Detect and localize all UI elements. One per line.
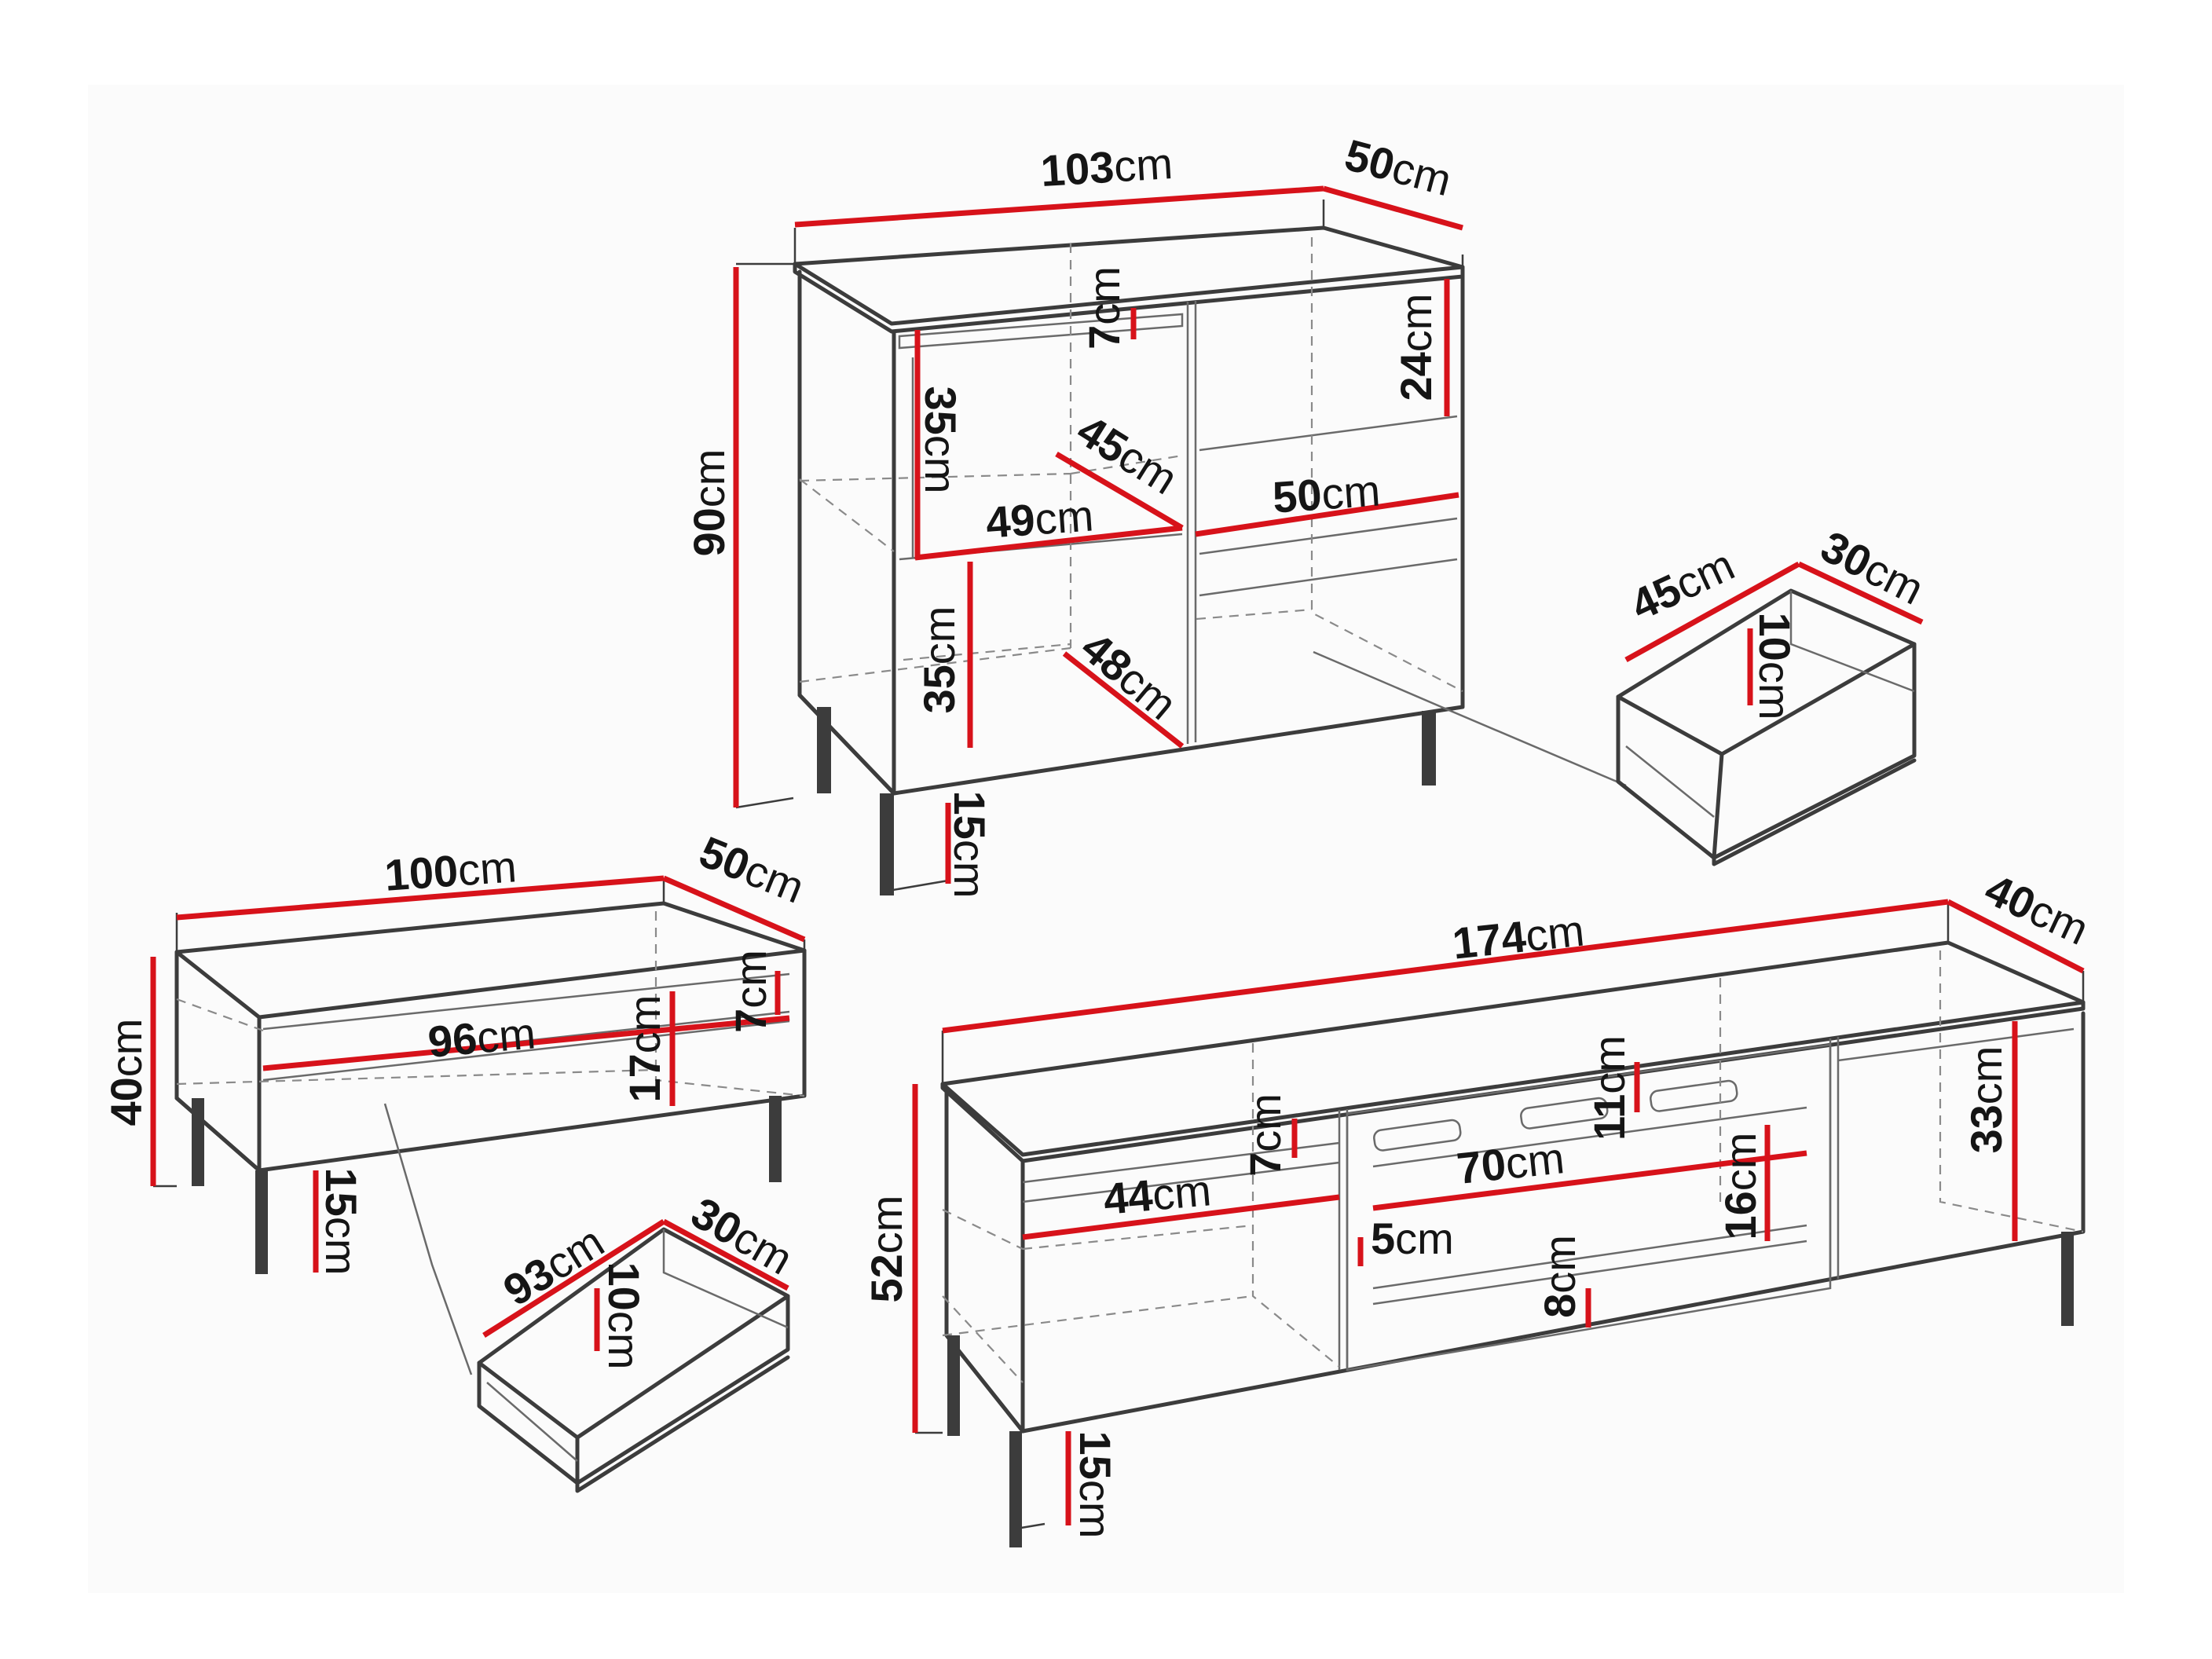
tv-stand-center-right-label: 16cm xyxy=(1716,1133,1765,1240)
tv-stand-height-label: 52cm xyxy=(862,1196,911,1303)
sideboard-lower-shelf-height-label: 35cm xyxy=(914,606,964,714)
tv-stand-right-inner-label: 33cm xyxy=(1961,1046,2011,1154)
coffee-table-top-gap-label: 7cm xyxy=(726,950,775,1033)
sideboard-top-drawer-label: 7cm xyxy=(1079,266,1129,350)
sideboard-leg-label: 15cm xyxy=(945,791,994,899)
tv-stand-center-bottom-label: 8cm xyxy=(1535,1235,1584,1318)
sideboard-drawing xyxy=(735,200,1627,895)
coffee-table-inner-width-label: 96cm xyxy=(426,1008,537,1067)
tv-stand-leg-label: 15cm xyxy=(1071,1431,1120,1539)
coffee-table-width-label: 100cm xyxy=(383,841,518,900)
coffee-table-leg-label: 15cm xyxy=(317,1168,366,1276)
sideboard-drawer-depth-label: 30cm xyxy=(1814,521,1932,613)
tv-stand-left-top-gap-label: 7cm xyxy=(1240,1093,1290,1177)
sideboard-height-label: 90cm xyxy=(684,449,734,557)
coffee-table-drawer-height-label: 10cm xyxy=(599,1262,649,1370)
tv-stand-drawing xyxy=(915,903,2086,1547)
tv-stand-center-gap-label: 5cm xyxy=(1371,1214,1454,1263)
sideboard-upper-shelf-height-label: 35cm xyxy=(916,386,965,494)
sideboard-drawer-height-label: 10cm xyxy=(1750,613,1800,720)
coffee-table-height-label: 40cm xyxy=(101,1019,151,1126)
tv-stand-center-width-label: 70cm xyxy=(1455,1133,1567,1193)
tv-stand-left-inner-width-label: 44cm xyxy=(1101,1165,1213,1224)
sideboard-drawer-drawing xyxy=(1616,588,1917,866)
tv-stand-width-label: 174cm xyxy=(1450,905,1587,968)
dimension-lines xyxy=(150,185,2085,1525)
coffee-table-drawer-drawing xyxy=(477,1227,790,1493)
sideboard-upper-shelf-width-label: 49cm xyxy=(984,490,1095,547)
sideboard-width-label: 103cm xyxy=(1039,138,1174,196)
tv-stand-center-upper-label: 11cm xyxy=(1584,1035,1634,1141)
sideboard-right-upper-label: 24cm xyxy=(1391,294,1441,401)
sideboard-right-inner-width-label: 50cm xyxy=(1271,465,1382,522)
coffee-table-drawer-height-label: 17cm xyxy=(620,995,669,1103)
